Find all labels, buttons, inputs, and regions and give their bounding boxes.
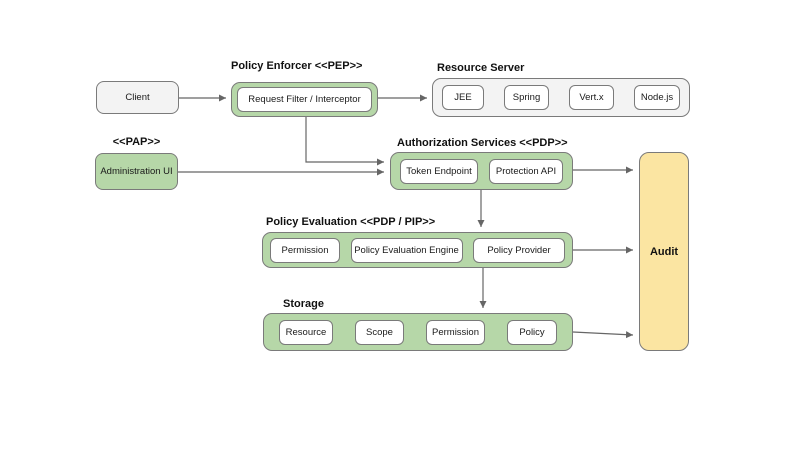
- node-request-filter: Request Filter / Interceptor: [237, 87, 372, 112]
- node-client: Client: [96, 81, 179, 114]
- authorization-services-title: Authorization Services <<PDP>>: [397, 137, 568, 149]
- node-nodejs: Node.js: [634, 85, 680, 110]
- connector-storage-to-audit: [572, 331, 634, 339]
- policy-enforcer-title: Policy Enforcer <<PEP>>: [231, 60, 363, 72]
- node-token-endpoint: Token Endpoint: [400, 158, 478, 184]
- policy-evaluation-title: Policy Evaluation <<PDP / PIP>>: [266, 216, 436, 228]
- node-policy-evaluation-engine: Policy Evaluation Engine: [350, 237, 463, 263]
- node-storage-resource: Resource: [279, 319, 333, 345]
- resource-server-title: Resource Server: [437, 62, 525, 74]
- node-pe-permission: Permission: [270, 237, 340, 263]
- node-vertx: Vert.x: [569, 85, 614, 110]
- policy-enforcer-container: Request Filter / Interceptor: [231, 82, 378, 117]
- storage-container: Resource Scope Permission Policy: [263, 313, 573, 351]
- node-storage-scope: Scope: [355, 319, 404, 345]
- authorization-services-container: Token Endpoint Protection API: [390, 152, 573, 190]
- node-administration-ui: Administration UI: [95, 153, 178, 190]
- node-spring: Spring: [504, 85, 549, 110]
- storage-title: Storage: [283, 298, 324, 310]
- policy-evaluation-container: Permission Policy Evaluation Engine Poli…: [262, 232, 573, 268]
- connector-enforcer-to-authorization: [305, 117, 384, 166]
- node-jee: JEE: [442, 85, 484, 110]
- node-policy-provider: Policy Provider: [473, 237, 565, 263]
- resource-server-container: JEE Spring Vert.x Node.js: [432, 78, 690, 117]
- node-audit: Audit: [639, 152, 689, 351]
- pap-label: <<PAP>>: [112, 136, 161, 148]
- node-protection-api: Protection API: [489, 158, 563, 184]
- node-storage-policy: Policy: [507, 319, 557, 345]
- node-storage-permission: Permission: [426, 319, 485, 345]
